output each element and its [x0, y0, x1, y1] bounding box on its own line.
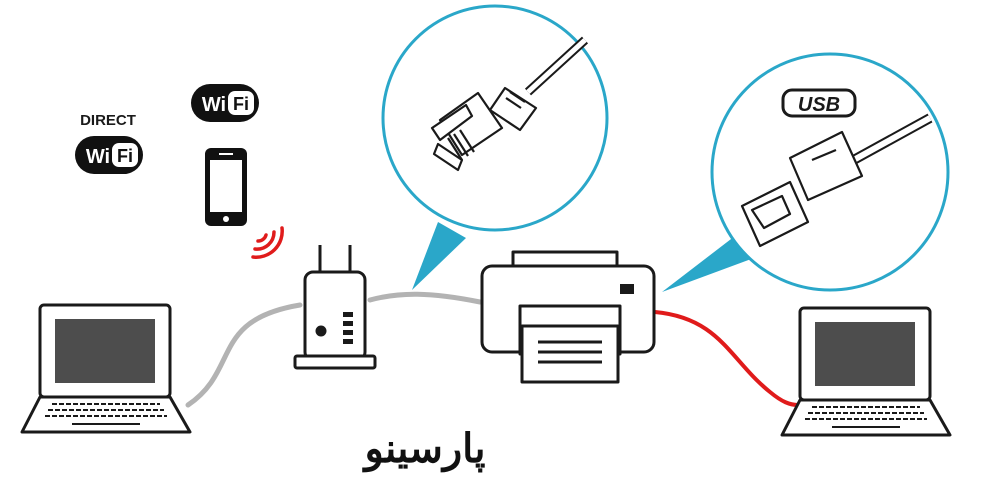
ethernet-plug-icon [430, 36, 589, 172]
watermark-text: پارسینو [362, 425, 486, 473]
ethernet-callout [381, 4, 609, 232]
usb-callout: USB [710, 52, 950, 292]
lan-cable-router-printer [367, 291, 483, 305]
laptop-left-icon [20, 303, 192, 434]
wifi-direct-badge: DIRECT Wi Fi [75, 112, 143, 174]
wifi-wi-text: Wi [202, 94, 226, 116]
usb-cable-printer-laptop [653, 310, 800, 407]
router-icon [293, 245, 377, 370]
lan-cable-laptop-router [185, 302, 303, 408]
usb-b-plug-icon [740, 113, 933, 248]
usb-label: USB [798, 94, 840, 116]
wifi-fi-text: Fi [233, 94, 249, 114]
wifi-badge: Wi Fi [191, 84, 259, 122]
smartphone-icon [205, 148, 247, 226]
usb-logo: USB [781, 88, 857, 118]
ethernet-callout-pointer [412, 222, 466, 290]
direct-label: DIRECT [80, 112, 136, 129]
printer-icon [480, 250, 656, 384]
laptop-right-icon [780, 306, 952, 437]
wireless-signal-icon [251, 226, 284, 259]
wifi-direct-wi-text: Wi [86, 146, 110, 168]
wifi-direct-fi-text: Fi [117, 146, 133, 166]
